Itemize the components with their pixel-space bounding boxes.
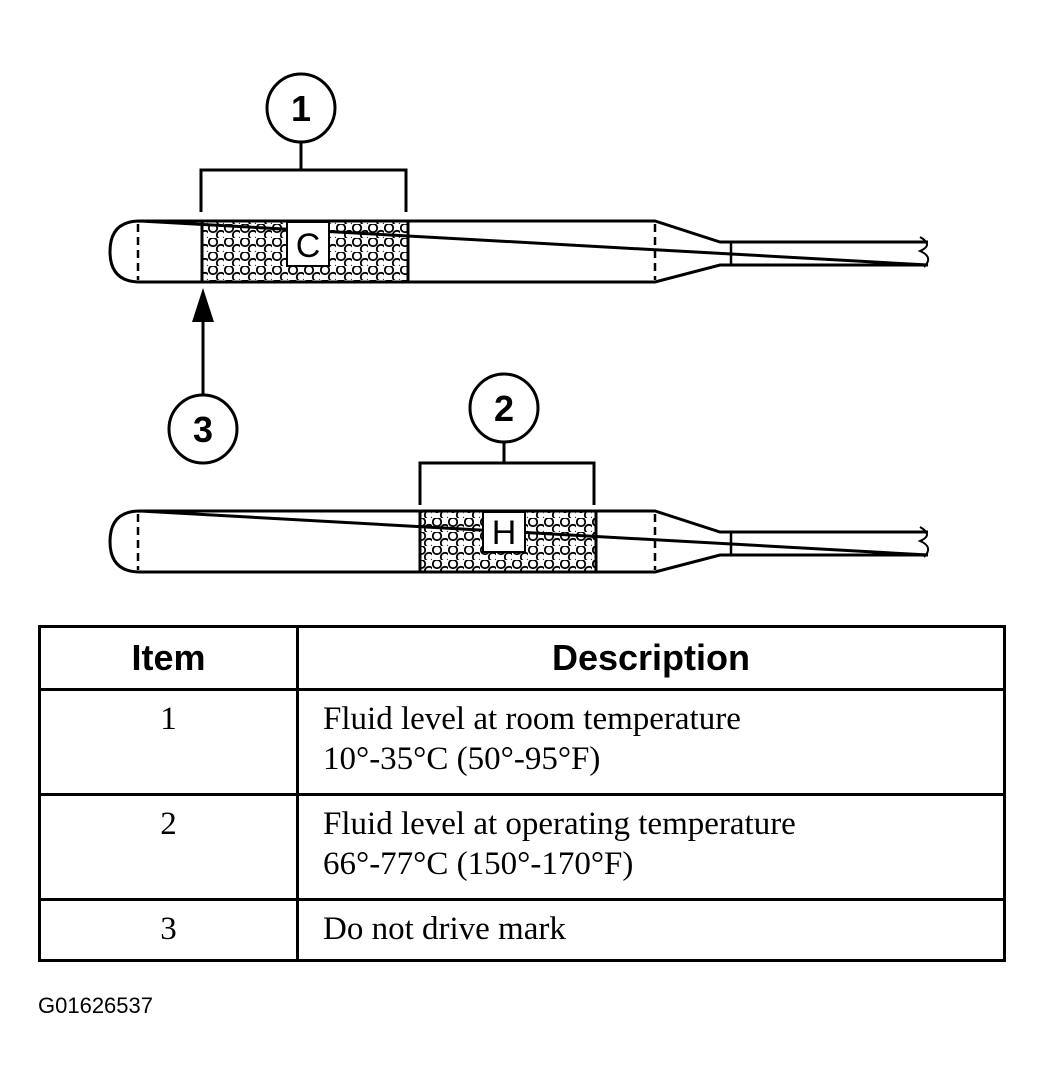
callout-2-bracket [418, 442, 596, 505]
callout-3-label: 3 [193, 409, 213, 450]
callout-3-circle [167, 393, 239, 465]
callout-1-label: 1 [291, 88, 311, 129]
callout-2-label: 2 [494, 388, 514, 429]
item-number: 2 [38, 793, 299, 901]
callout-1-circle [265, 72, 337, 144]
table-header-row: Item Description [38, 625, 1006, 691]
callout-1-bracket [199, 142, 408, 212]
description-line: 66°-77°C (150°-170°F) [323, 846, 634, 882]
legend-table: Item Description 1 Fluid level at room t… [38, 625, 1006, 962]
table-row: 3 Do not drive mark [38, 898, 1006, 962]
item-description: Do not drive mark [296, 898, 1006, 962]
item-number: 3 [38, 898, 299, 962]
table-row: 1 Fluid level at room temperature 10°-35… [38, 688, 1006, 796]
item-column-header: Item [38, 625, 299, 691]
callout-2-circle [468, 372, 540, 444]
description-line: Fluid level at operating temperature [323, 806, 796, 842]
item-number: 1 [38, 688, 299, 796]
dipstick-diagram: C 1 3 H 2 [108, 72, 930, 574]
figure-id: G01626537 [38, 993, 153, 1018]
description-column-header: Description [296, 625, 1006, 691]
item-description: Fluid level at operating temperature 66°… [296, 793, 1006, 901]
description-line: Fluid level at room temperature [323, 701, 741, 737]
hot-mark-label: H [492, 514, 517, 552]
cold-mark-label: C [296, 227, 321, 265]
callout-3-arrow [192, 288, 214, 395]
item-description: Fluid level at room temperature 10°-35°C… [296, 688, 1006, 796]
cold-fluid-zone [200, 221, 410, 282]
table-row: 2 Fluid level at operating temperature 6… [38, 793, 1006, 901]
description-line: 10°-35°C (50°-95°F) [323, 741, 601, 777]
hot-fluid-zone [418, 511, 598, 572]
dipstick-hot [108, 509, 930, 574]
description-line: Do not drive mark [323, 911, 566, 947]
